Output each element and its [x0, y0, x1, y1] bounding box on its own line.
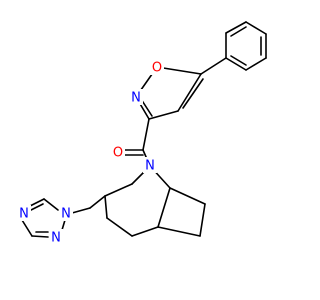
triazole-n2-atom: N — [49, 229, 63, 246]
bond — [177, 73, 202, 112]
bonds — [21, 21, 267, 238]
isoxazole-nitrogen-atom: N — [129, 89, 143, 106]
bond — [71, 207, 91, 214]
bond — [156, 66, 202, 75]
bond — [31, 235, 49, 238]
bond — [230, 26, 247, 37]
bond — [29, 198, 45, 207]
bridge-nitrogen-label: N — [145, 159, 155, 174]
bond — [131, 226, 159, 237]
bond — [225, 57, 247, 71]
bond — [230, 55, 247, 66]
bond — [225, 21, 247, 34]
bond — [245, 21, 267, 35]
triazole-n1-atom: N — [59, 205, 73, 222]
bond — [21, 219, 33, 237]
triazole-n2-label: N — [51, 231, 61, 246]
bond — [142, 118, 150, 151]
bond — [106, 217, 133, 237]
bond — [61, 219, 66, 231]
bond — [148, 110, 179, 120]
triazole-n1-label: N — [61, 207, 71, 222]
carbonyl-oxygen-label: O — [113, 146, 123, 161]
bridge-nitrogen-atom: N — [143, 157, 157, 174]
triazole-n4-atom: N — [17, 205, 31, 222]
bond — [200, 57, 227, 75]
isoxazole-nitrogen-label: N — [131, 91, 141, 106]
bond — [157, 187, 171, 228]
bond — [245, 57, 267, 71]
bond — [104, 195, 108, 219]
isoxazole-oxygen-atom: O — [150, 59, 164, 76]
molecule-structure-diagram: O N O N N N N — [17, 21, 267, 246]
isoxazole-oxygen-label: O — [152, 61, 162, 76]
bond — [104, 183, 133, 197]
triazole-n4-label: N — [19, 207, 29, 222]
bond — [199, 203, 206, 237]
carbonyl-oxygen-atom: O — [111, 144, 125, 161]
bond — [43, 198, 59, 211]
bond — [182, 78, 204, 109]
bond — [30, 203, 44, 211]
bond — [89, 195, 106, 209]
atom-labels: O N O N N N N — [17, 59, 164, 246]
bond — [157, 226, 201, 237]
bond — [169, 187, 206, 205]
